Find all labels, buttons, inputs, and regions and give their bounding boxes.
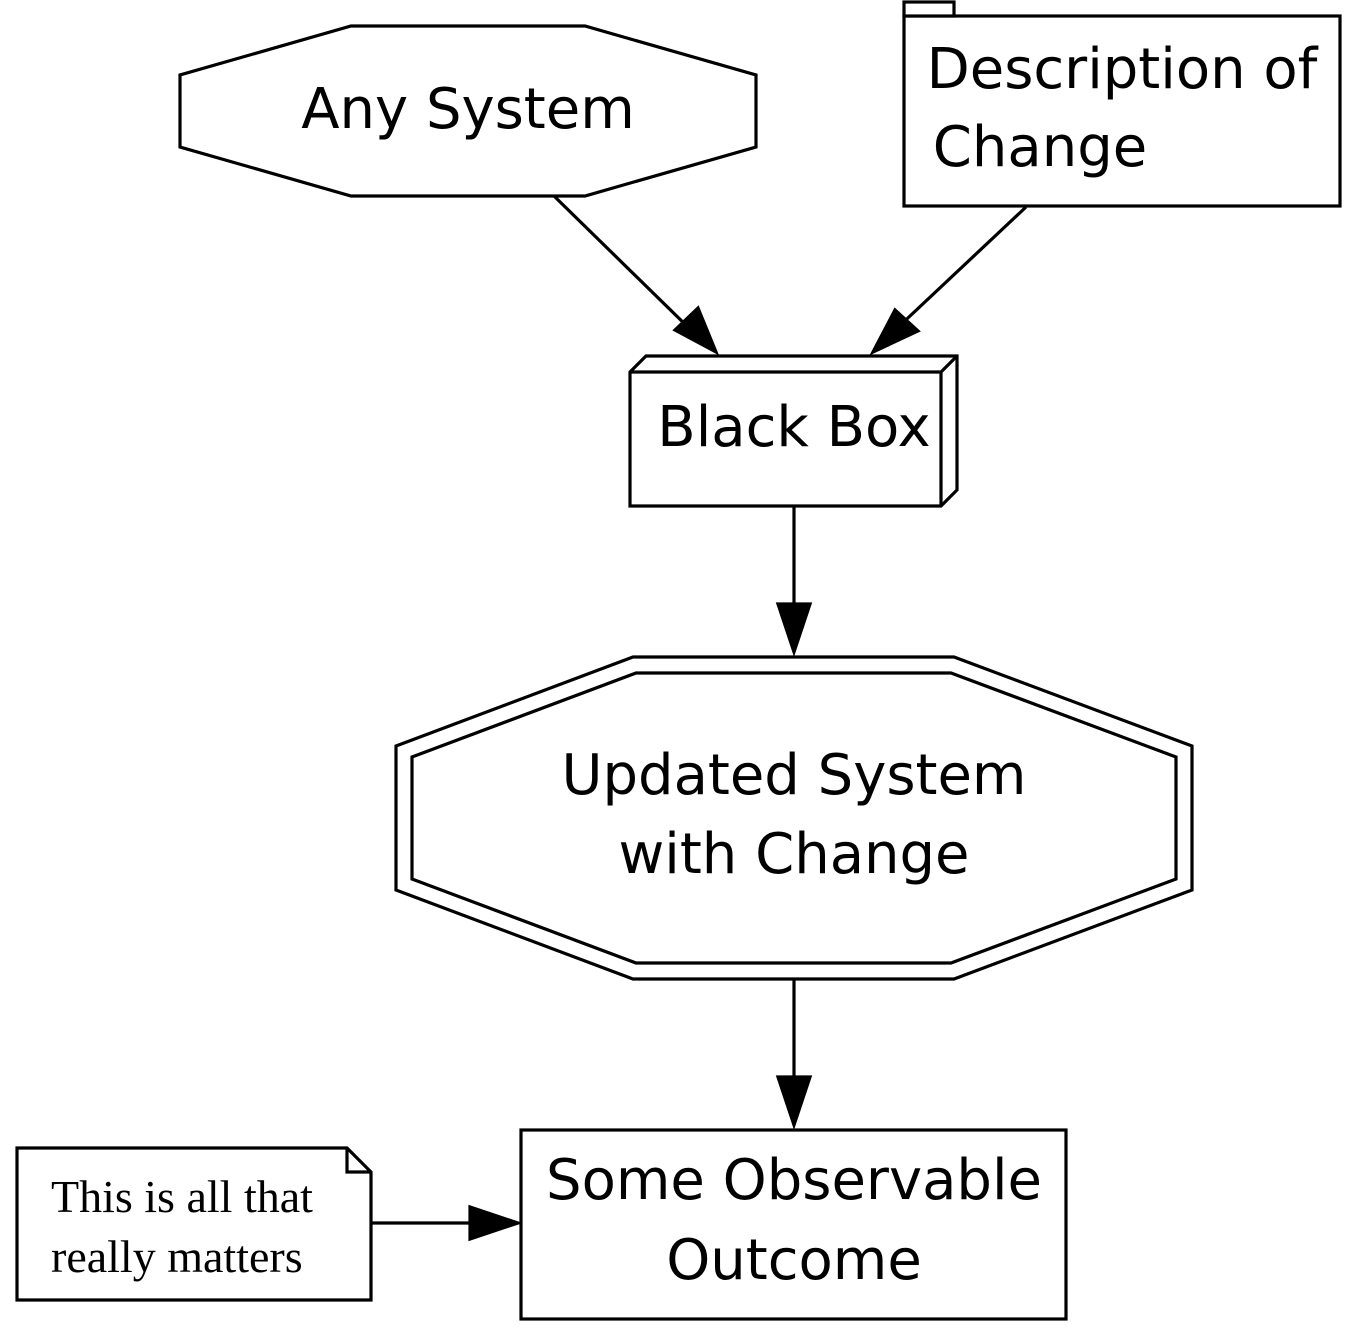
node-some-observable-outcome: Some Observable Outcome <box>519 1128 1068 1321</box>
node-label: Black Box <box>657 395 930 460</box>
folder-body <box>902 14 1342 208</box>
arrowhead <box>672 305 720 356</box>
folder-tab <box>902 0 956 18</box>
node-label-line-2: Change <box>933 115 1147 180</box>
double-octagon-inner <box>410 671 1178 965</box>
edge-description-to-black-box <box>869 205 1028 356</box>
arrowhead <box>869 307 921 356</box>
arrowhead <box>468 1204 524 1242</box>
box3d-edges <box>630 354 959 506</box>
node-updated-system: Updated System with Change <box>394 655 1194 981</box>
node-any-system: Any System <box>178 24 758 198</box>
node-note: This is all that really matters <box>15 1146 373 1302</box>
node-black-box: Black Box <box>628 354 959 508</box>
note-shape <box>15 1146 373 1302</box>
arrowhead <box>775 1075 813 1131</box>
box-shape <box>519 1128 1068 1321</box>
node-label-line-2: with Change <box>618 822 969 887</box>
octagon-shape <box>178 24 758 198</box>
node-description-of-change: Description of Change <box>902 0 1342 208</box>
node-label-line-1: Updated System <box>562 743 1027 808</box>
node-label-line-2: Outcome <box>666 1228 922 1293</box>
arrowhead <box>775 602 813 658</box>
note-fold <box>345 1148 371 1174</box>
note-label-line-1: This is all that <box>51 1171 313 1222</box>
edge-black-box-to-updated-system <box>775 505 813 658</box>
node-label-line-1: Description of <box>927 37 1319 102</box>
node-label: Any System <box>301 77 635 142</box>
edge-note-to-outcome <box>371 1204 524 1242</box>
note-label-line-2: really matters <box>51 1231 303 1282</box>
box3d-shape <box>628 354 959 508</box>
edge-updated-system-to-outcome <box>775 979 813 1131</box>
node-label-line-1: Some Observable <box>546 1148 1042 1213</box>
edge-any-system-to-black-box <box>552 194 720 356</box>
